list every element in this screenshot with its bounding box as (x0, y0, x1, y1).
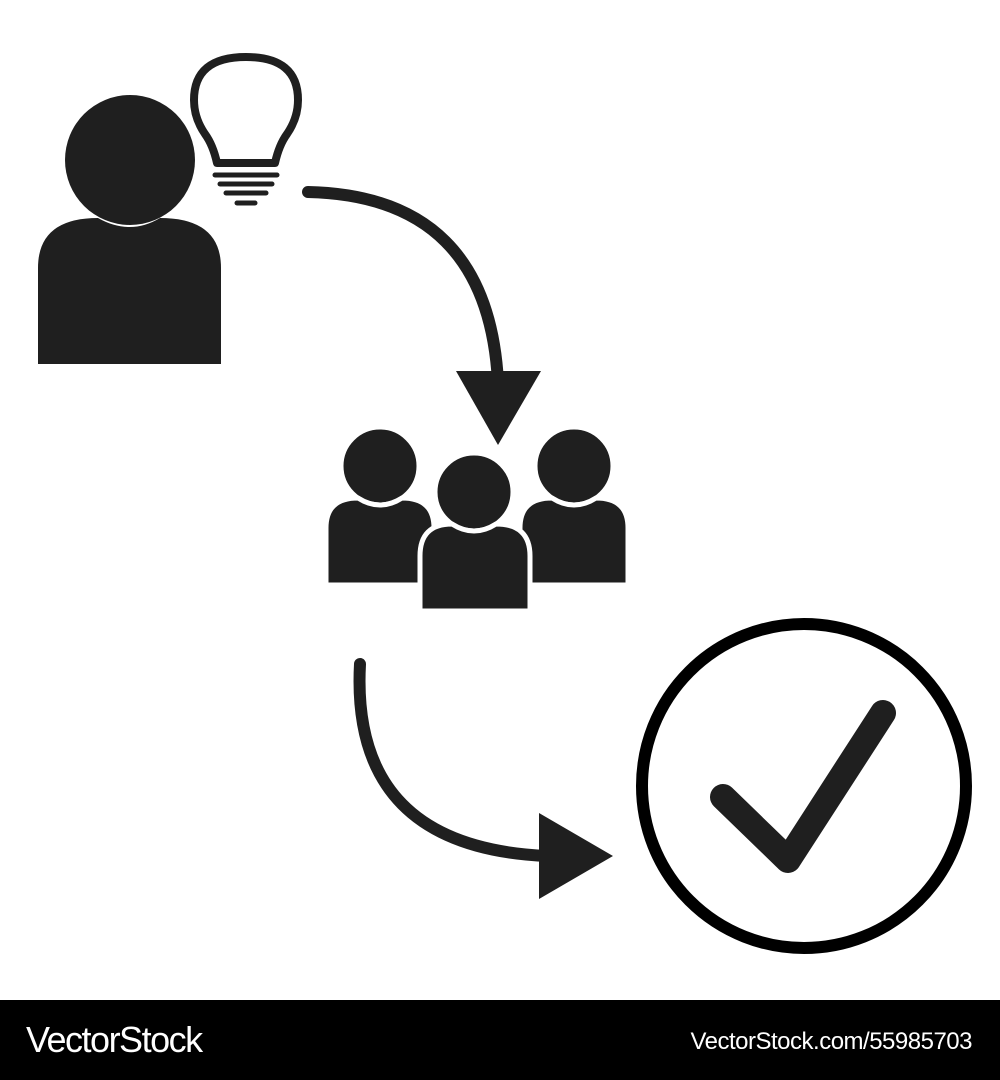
person-icon (38, 95, 221, 364)
check-circle-icon (636, 618, 972, 954)
lightbulb-icon (190, 53, 302, 206)
diagram-illustration (38, 53, 972, 954)
brand-logo: VectorStock (26, 1019, 203, 1060)
group-of-people-icon (323, 424, 631, 614)
diagram-canvas (38, 53, 972, 954)
curved-arrow-icon (302, 186, 541, 445)
stock-reference: VectorStock.com/55985703 (690, 1028, 972, 1055)
curved-arrow-icon (353, 658, 613, 899)
watermark-footer: VectorStock VectorStock.com/55985703 (0, 1000, 1000, 1080)
